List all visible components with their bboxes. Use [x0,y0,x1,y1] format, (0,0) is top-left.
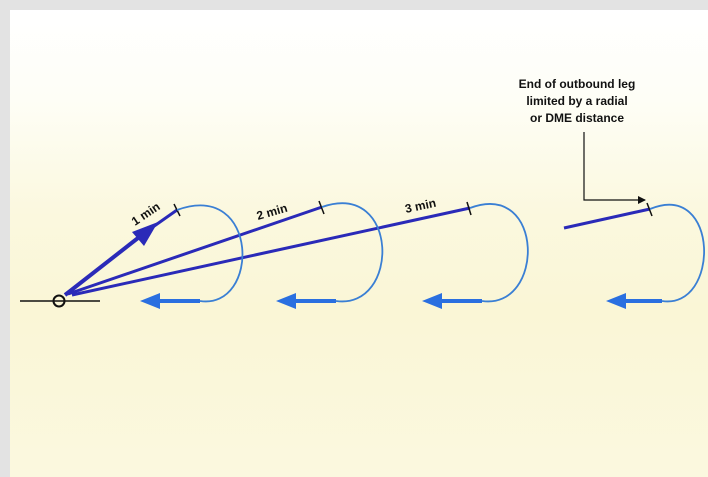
return-arrow-4 [606,293,662,309]
annotation-line-1: End of outbound leg [519,77,636,91]
return-arrow-1 [140,293,200,309]
return-arrow-3 [422,293,482,309]
return-arrow-2 [276,293,336,309]
leg-1min-line [63,236,140,297]
leg-3min-tick [466,201,472,216]
annotation-pointer [583,132,646,204]
leg-3min-line [71,206,471,297]
leg-radial-tick [646,202,653,217]
diagram-canvas [10,10,708,477]
annotation-line-3: or DME distance [530,111,624,125]
turn-arc-1min [176,204,244,303]
turn-arc-2min [321,202,384,303]
turn-arc-radial [649,203,705,303]
leg-2min-tick [318,200,325,215]
annotation-line-2: limited by a radial [526,94,627,108]
turn-arc-3min [469,203,529,303]
leg-radial-line [563,207,651,230]
leg-2min-line [67,205,323,296]
leg-label-3min: 3 min [404,196,438,216]
leg-1min-extension [149,208,178,231]
fix-circle [52,294,66,308]
